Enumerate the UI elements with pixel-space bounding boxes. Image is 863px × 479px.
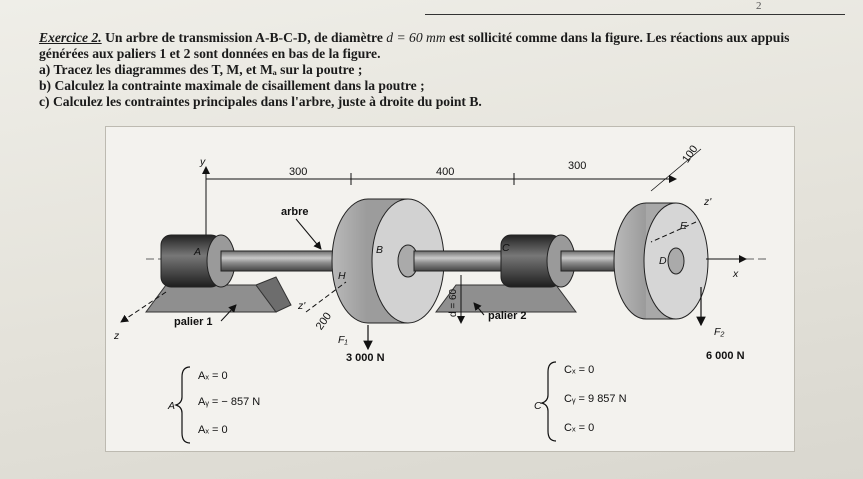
point-c: C: [502, 242, 510, 254]
force-f2-name: F₂: [714, 326, 724, 338]
point-d: D: [659, 255, 667, 267]
palier-1-label: palier 1: [174, 316, 213, 328]
palier-2-label: palier 2: [488, 310, 527, 322]
shaft-drawing: y 300 400 300 100: [113, 143, 766, 444]
diameter-value: d = 60 mm: [386, 30, 446, 45]
dim-300-right: 300: [568, 160, 586, 172]
reaction-a-z: Aₓ = 0: [198, 424, 228, 436]
x-axis-label: x: [732, 268, 739, 280]
dim-100: 100: [680, 143, 700, 165]
z-prime-right: z': [703, 196, 712, 208]
force-f2-value: 6 000 N: [706, 350, 745, 362]
point-e: E: [680, 220, 688, 232]
exercise-line-1: Exercice 2. Un arbre de transmission A-B…: [39, 30, 789, 46]
question-a: a) Tracez les diagrammes des T, M, et Mₐ…: [39, 62, 363, 77]
force-f1-name: F₁: [338, 334, 348, 346]
point-b: B: [376, 244, 383, 256]
question-b: b) Calculez la contrainte maximale de ci…: [39, 78, 425, 93]
dim-300-left: 300: [289, 166, 307, 178]
reaction-c-y: Cᵧ = 9 857 N: [564, 393, 627, 405]
exercise-intro: Un arbre de transmission A-B-C-D, de dia…: [105, 30, 383, 45]
z-prime-left: z': [297, 300, 306, 312]
dim-200: 200: [314, 310, 334, 332]
header-mark: 2: [756, 0, 762, 12]
reaction-a-y: Aᵧ = − 857 N: [198, 396, 260, 408]
diameter-tag: d = 60: [448, 288, 459, 317]
reaction-c-name: C: [534, 400, 542, 412]
bearing-1-base: [145, 284, 277, 313]
reaction-c-z: Cₓ = 0: [564, 422, 594, 434]
z-axis-arrow: [120, 291, 167, 323]
arbre-label: arbre: [281, 206, 309, 218]
dim-400: 400: [436, 166, 454, 178]
exercise-line-2: générées aux paliers 1 et 2 sont données…: [39, 46, 381, 61]
y-axis-label: y: [199, 156, 206, 168]
header-rule: [425, 14, 845, 15]
reaction-a-x: Aₓ = 0: [198, 370, 228, 382]
question-c: c) Calculez les contraintes principales …: [39, 94, 482, 109]
exercise-title: Exercice 2.: [39, 30, 102, 45]
exercise-intro-end: est sollicité comme dans la figure. Les …: [449, 30, 790, 45]
force-f1-value: 3 000 N: [346, 352, 385, 364]
reaction-c-x: Cₓ = 0: [564, 364, 594, 376]
shaft-figure: y 300 400 300 100: [105, 126, 795, 452]
z-axis-label: z: [113, 330, 120, 342]
reaction-a-name: A: [167, 400, 175, 412]
point-a: A: [193, 246, 201, 258]
point-h: H: [338, 270, 346, 282]
